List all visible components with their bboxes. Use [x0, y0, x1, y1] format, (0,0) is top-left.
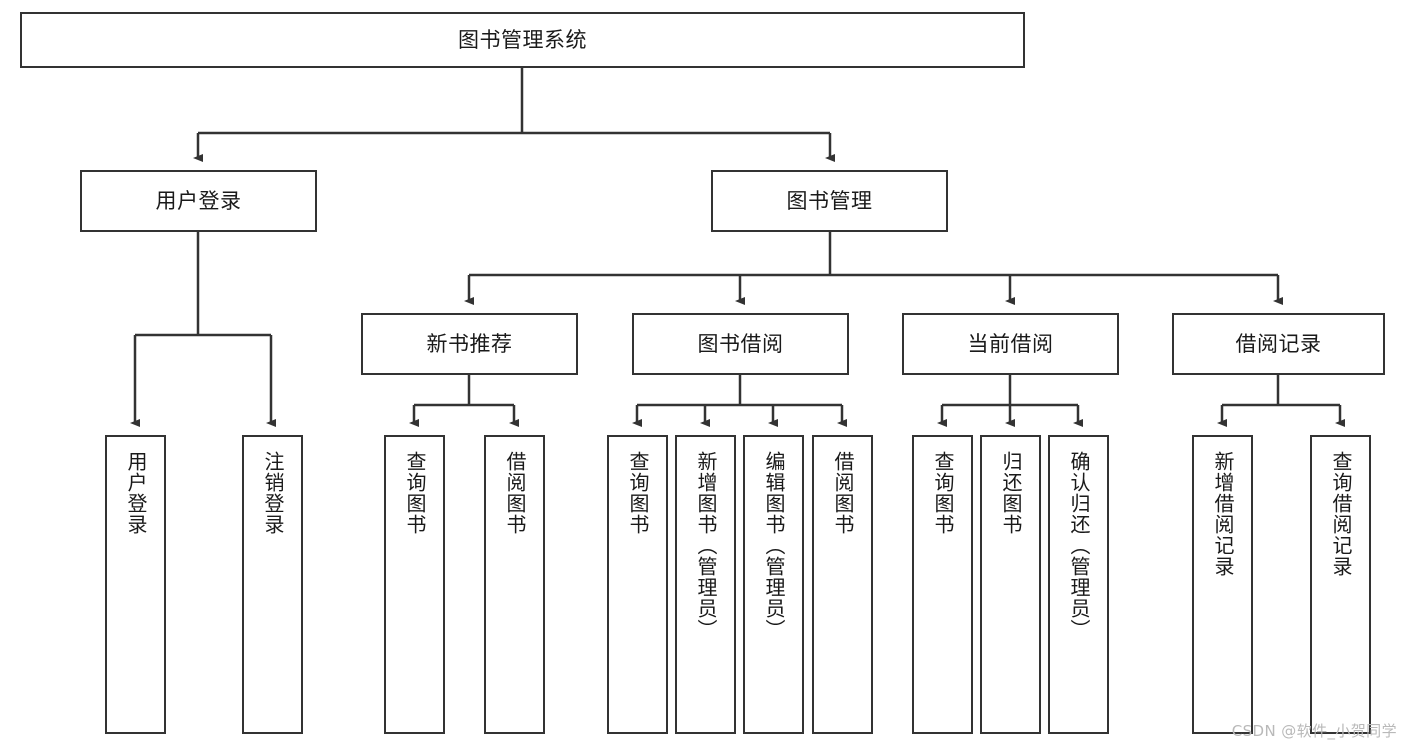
node-leaf-query-book-3-label: 查询图书	[931, 451, 955, 535]
node-leaf-user-login-label: 用户登录	[124, 451, 148, 535]
node-leaf-confirm-return[interactable]: 确认归还（管理员）	[1048, 435, 1109, 734]
node-leaf-add-record[interactable]: 新增借阅记录	[1192, 435, 1253, 734]
node-leaf-query-book-2-label: 查询图书	[626, 451, 650, 535]
node-leaf-borrow-book-1-label: 借阅图书	[503, 451, 527, 535]
node-book-borrow[interactable]: 图书借阅	[632, 313, 849, 375]
node-current-borrow[interactable]: 当前借阅	[902, 313, 1119, 375]
node-leaf-query-book-1-label: 查询图书	[403, 451, 427, 535]
node-leaf-confirm-return-label: 确认归还（管理员）	[1067, 451, 1091, 640]
node-leaf-user-logout[interactable]: 注销登录	[242, 435, 303, 734]
node-current-borrow-label: 当前借阅	[967, 331, 1054, 356]
node-book-manage[interactable]: 图书管理	[711, 170, 948, 232]
node-leaf-query-record[interactable]: 查询借阅记录	[1310, 435, 1371, 734]
node-leaf-borrow-book-1[interactable]: 借阅图书	[484, 435, 545, 734]
node-leaf-user-logout-label: 注销登录	[261, 451, 285, 535]
node-leaf-query-record-label: 查询借阅记录	[1329, 451, 1353, 577]
node-leaf-query-book-1[interactable]: 查询图书	[384, 435, 445, 734]
node-leaf-user-login[interactable]: 用户登录	[105, 435, 166, 734]
node-leaf-edit-book[interactable]: 编辑图书（管理员）	[743, 435, 804, 734]
node-user-login[interactable]: 用户登录	[80, 170, 317, 232]
node-root[interactable]: 图书管理系统	[20, 12, 1025, 68]
node-new-book-recommend[interactable]: 新书推荐	[361, 313, 578, 375]
node-leaf-add-record-label: 新增借阅记录	[1211, 451, 1235, 577]
node-leaf-add-book-label: 新增图书（管理员）	[694, 451, 718, 640]
node-leaf-add-book[interactable]: 新增图书（管理员）	[675, 435, 736, 734]
node-root-label: 图书管理系统	[458, 27, 587, 52]
node-leaf-borrow-book-2-label: 借阅图书	[831, 451, 855, 535]
node-leaf-edit-book-label: 编辑图书（管理员）	[762, 451, 786, 640]
node-leaf-query-book-2[interactable]: 查询图书	[607, 435, 668, 734]
node-leaf-borrow-book-2[interactable]: 借阅图书	[812, 435, 873, 734]
watermark: CSDN @软件_小贺同学	[1231, 722, 1397, 740]
node-borrow-record-label: 借阅记录	[1235, 331, 1322, 356]
node-leaf-return-book-label: 归还图书	[999, 451, 1023, 535]
node-book-manage-label: 图书管理	[786, 188, 873, 213]
node-new-book-recommend-label: 新书推荐	[426, 331, 513, 356]
node-user-login-label: 用户登录	[155, 188, 242, 213]
node-leaf-query-book-3[interactable]: 查询图书	[912, 435, 973, 734]
node-book-borrow-label: 图书借阅	[697, 331, 784, 356]
node-borrow-record[interactable]: 借阅记录	[1172, 313, 1385, 375]
node-leaf-return-book[interactable]: 归还图书	[980, 435, 1041, 734]
